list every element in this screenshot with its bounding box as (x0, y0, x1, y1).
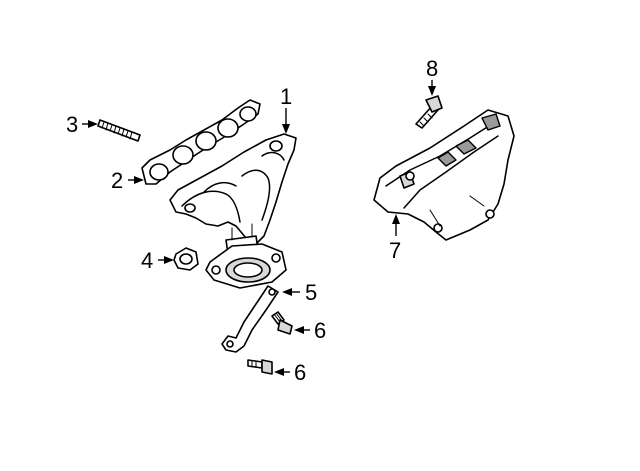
callout-6-upper: 6 (314, 318, 326, 343)
callout-8: 8 (426, 56, 438, 81)
callout-leaders (82, 80, 436, 376)
bolt-lower-part (247, 359, 273, 375)
exhaust-manifold-part (169, 133, 297, 289)
callout-2: 2 (111, 168, 123, 193)
gasket-part (141, 99, 261, 185)
heat-shield-bolt-part (415, 95, 443, 129)
stud-part (97, 119, 141, 142)
callout-6-lower: 6 (294, 360, 306, 385)
callout-7: 7 (389, 238, 401, 263)
heat-shield-part (373, 109, 515, 241)
callout-3: 3 (66, 112, 78, 137)
callout-5: 5 (305, 280, 317, 305)
nut-part (173, 247, 199, 271)
bolt-upper-part (271, 311, 293, 335)
callout-4: 4 (141, 248, 153, 273)
callout-1: 1 (280, 84, 292, 109)
bracket-part (221, 285, 279, 353)
